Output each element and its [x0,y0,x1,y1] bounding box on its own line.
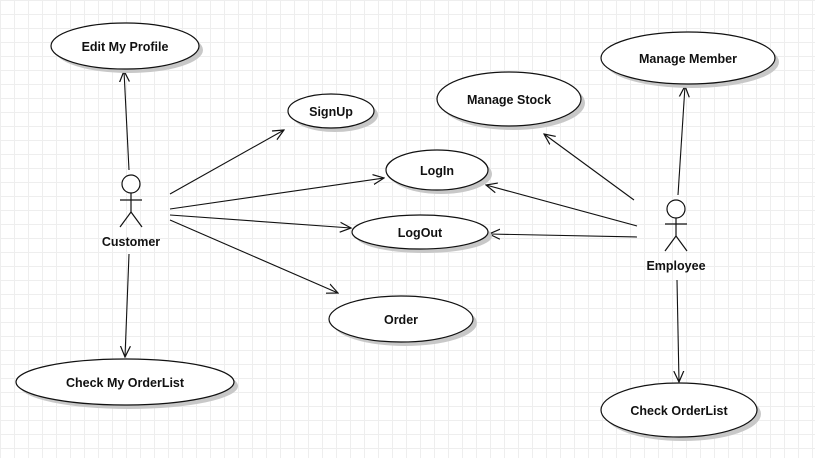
use-case-label: Manage Member [639,52,737,66]
use-case-label: LogIn [420,164,454,178]
use-case-logout[interactable]: LogOut [351,214,492,253]
assoc-employee-manage-member [677,86,685,196]
use-case-label: Order [384,313,418,327]
assoc-employee-login [486,185,638,227]
use-case-label: LogOut [398,226,443,240]
use-case-check-orderlist[interactable]: Check OrderList [600,382,761,441]
actor-customer[interactable]: Customer [102,174,160,249]
assoc-employee-logout [489,234,638,237]
assoc-employee-check-orderlist [677,279,679,382]
associations [124,71,685,382]
use-case-label: Manage Stock [467,93,551,107]
assoc-customer-order [169,219,338,293]
use-case-label: SignUp [309,105,353,119]
assoc-employee-manage-stock [544,134,635,201]
assoc-customer-logout [169,214,351,228]
stick-figure-icon [119,174,143,228]
actor-label: Customer [102,235,160,249]
stick-figure-icon [664,199,688,252]
use-case-label: Check OrderList [630,404,728,418]
actor-employee[interactable]: Employee [646,199,706,273]
actor-label: Employee [646,259,705,273]
use-case-edit-my-profile[interactable]: Edit My Profile [50,22,203,73]
use-case-label: Check My OrderList [66,376,185,390]
assoc-customer-login [169,178,384,210]
use-case-manage-member[interactable]: Manage Member [600,31,779,88]
use-case-check-my-orderlist[interactable]: Check My OrderList [15,358,238,409]
use-case-label: Edit My Profile [82,40,169,54]
use-case-login[interactable]: LogIn [385,149,492,194]
assoc-customer-edit-my-profile [124,71,129,171]
use-case-order[interactable]: Order [328,295,477,346]
assoc-customer-signup [169,130,284,195]
use-case-signup[interactable]: SignUp [287,93,378,132]
assoc-customer-check-my-orderlist [125,253,129,357]
use-case-manage-stock[interactable]: Manage Stock [436,71,585,130]
